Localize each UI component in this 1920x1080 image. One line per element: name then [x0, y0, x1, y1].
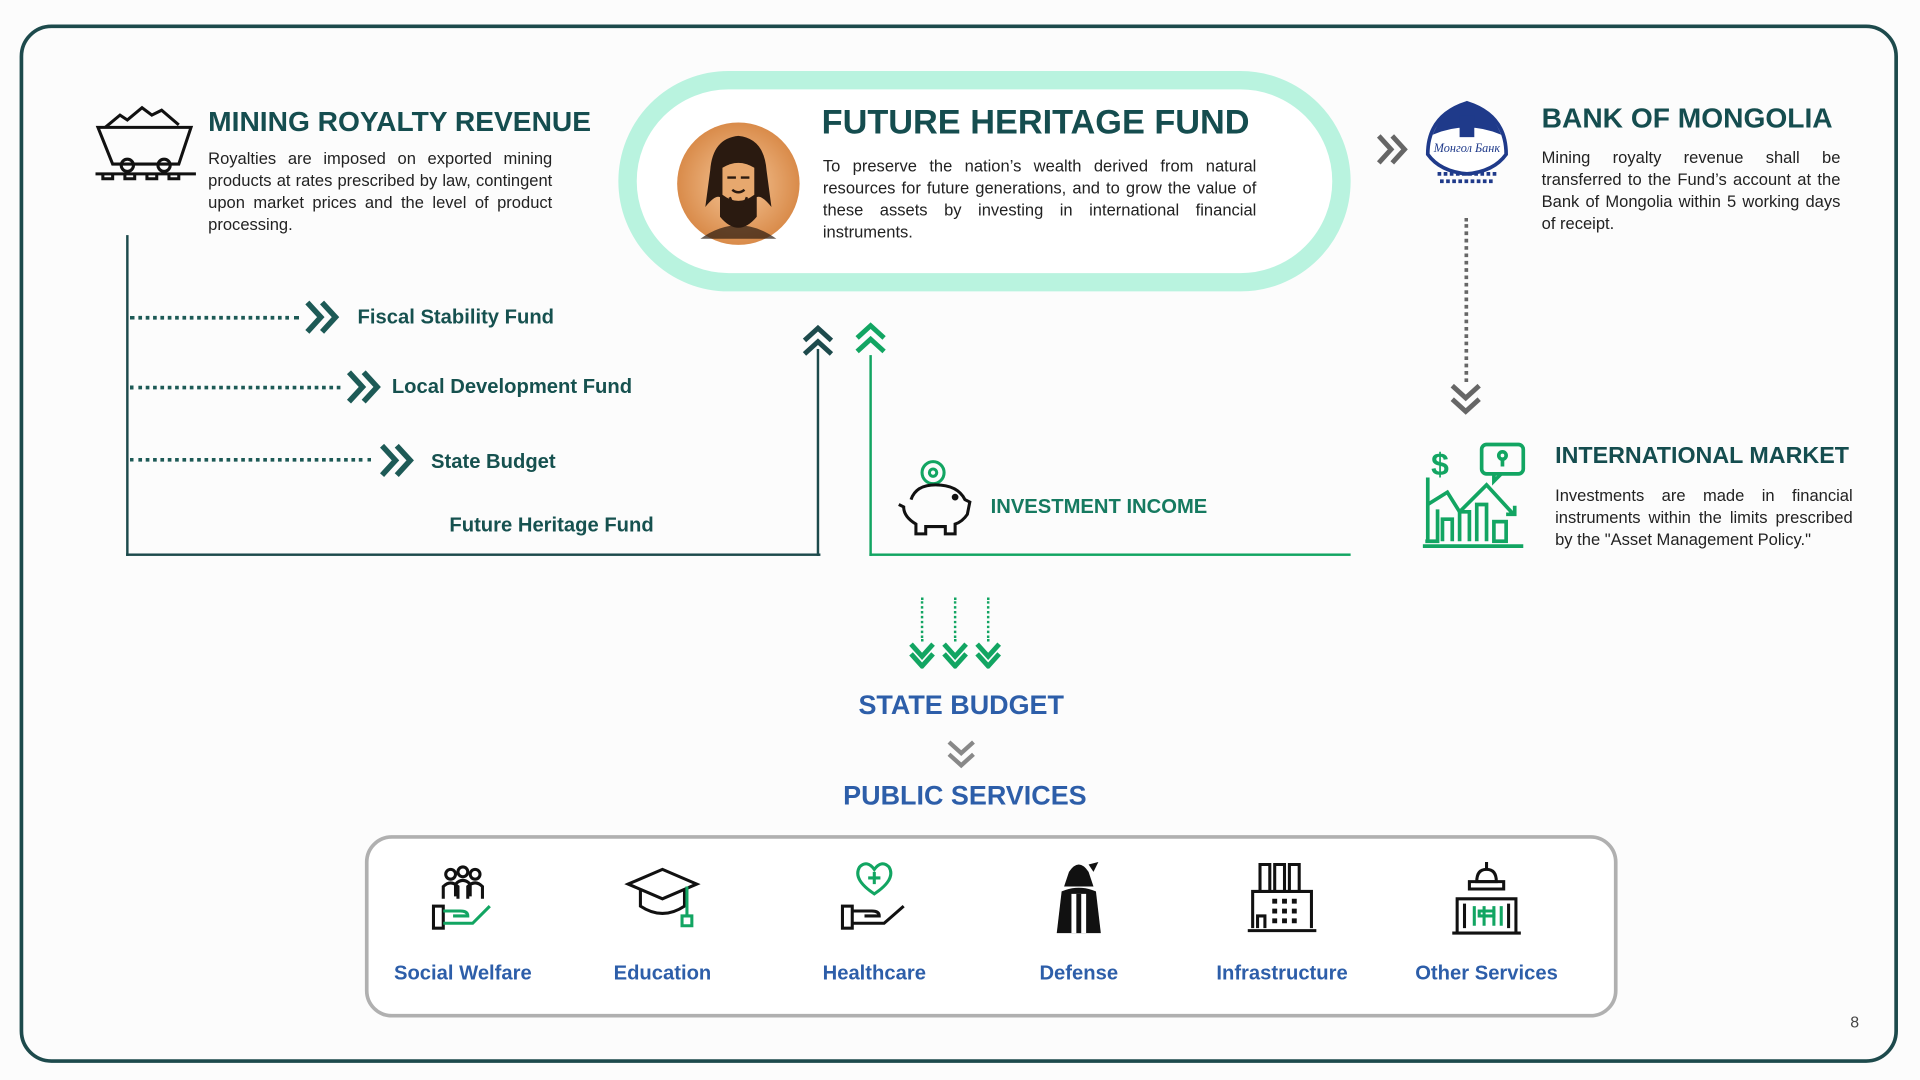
flow-line [869, 355, 872, 556]
mine-cart-icon [95, 105, 196, 181]
mining-title: MINING ROYALTY REVENUE [208, 105, 592, 138]
factory-icon [1247, 862, 1317, 933]
heritage-title: FUTURE HERITAGE FUND [821, 102, 1250, 141]
double-chevron-up-icon [855, 322, 886, 354]
heart-hand-icon [840, 862, 905, 930]
slide-frame [19, 24, 1898, 1063]
double-chevron-down-icon [1450, 383, 1481, 415]
service-other: Other Services [1395, 857, 1579, 986]
service-label: Defense [1039, 962, 1119, 985]
dotted-connector [986, 597, 990, 642]
triple-chevron-down-icon [909, 642, 1002, 669]
dotted-connector [953, 597, 957, 642]
service-label: Social Welfare [393, 962, 532, 985]
public-services-box [364, 835, 1618, 1018]
market-description: Investments are made in financial instru… [1555, 486, 1853, 549]
double-chevron-right-icon [1376, 134, 1408, 165]
chinggis-khaan-portrait-icon [677, 122, 800, 245]
bank-of-mongolia-logo: Монгол Банк [1425, 100, 1508, 184]
service-healthcare: Healthcare [782, 857, 966, 986]
double-chevron-down-icon [947, 740, 975, 769]
double-chevron-right-icon [380, 443, 414, 477]
public-services-title: PUBLIC SERVICES [843, 780, 1087, 811]
flow-line [869, 553, 1351, 556]
bank-description: Mining royalty revenue shall be transfer… [1541, 148, 1841, 233]
soldier-icon [1056, 862, 1101, 934]
piggy-bank-icon [898, 460, 972, 536]
investment-income-label: INVESTMENT INCOME [990, 495, 1208, 518]
people-hand-icon [431, 865, 491, 930]
flow-line [816, 348, 820, 556]
government-building-icon [1452, 862, 1521, 935]
dotted-connector [129, 315, 299, 320]
state-budget-title: STATE BUDGET [858, 689, 1064, 721]
service-label: Healthcare [822, 962, 926, 985]
mining-description: Royalties are imposed on exported mining… [208, 149, 553, 234]
service-infrastructure: Infrastructure [1190, 857, 1374, 986]
dotted-connector [129, 457, 372, 462]
service-label: Other Services [1415, 962, 1558, 985]
service-label: Infrastructure [1216, 962, 1348, 985]
market-chart-icon: $ [1422, 442, 1526, 548]
graduation-cap-icon [624, 867, 701, 928]
heritage-description: To preserve the nation’s wealth derived … [822, 156, 1257, 242]
market-title: INTERNATIONAL MARKET [1555, 443, 1849, 469]
double-chevron-right-icon [346, 370, 381, 404]
allocation-state-budget: State Budget [431, 450, 556, 473]
dotted-connector [1464, 217, 1469, 383]
bank-title: BANK OF MONGOLIA [1541, 101, 1833, 134]
service-social-welfare: Social Welfare [371, 857, 555, 986]
svg-text:Монгол Банк: Монгол Банк [1433, 141, 1501, 155]
allocation-fiscal-stability: Fiscal Stability Fund [357, 306, 555, 329]
svg-text:$: $ [1431, 446, 1449, 482]
allocation-future-heritage: Future Heritage Fund [449, 514, 654, 537]
service-education: Education [571, 857, 755, 986]
allocation-local-development: Local Development Fund [391, 375, 633, 398]
service-defense: Defense [987, 857, 1171, 986]
service-label: Education [613, 962, 712, 985]
double-chevron-right-icon [305, 300, 340, 334]
flow-line [126, 235, 129, 556]
flow-line [126, 553, 821, 556]
dotted-connector [129, 385, 341, 390]
double-chevron-up-icon [802, 324, 834, 356]
page-number: 8 [1850, 1012, 1860, 1032]
dotted-connector [920, 597, 924, 642]
